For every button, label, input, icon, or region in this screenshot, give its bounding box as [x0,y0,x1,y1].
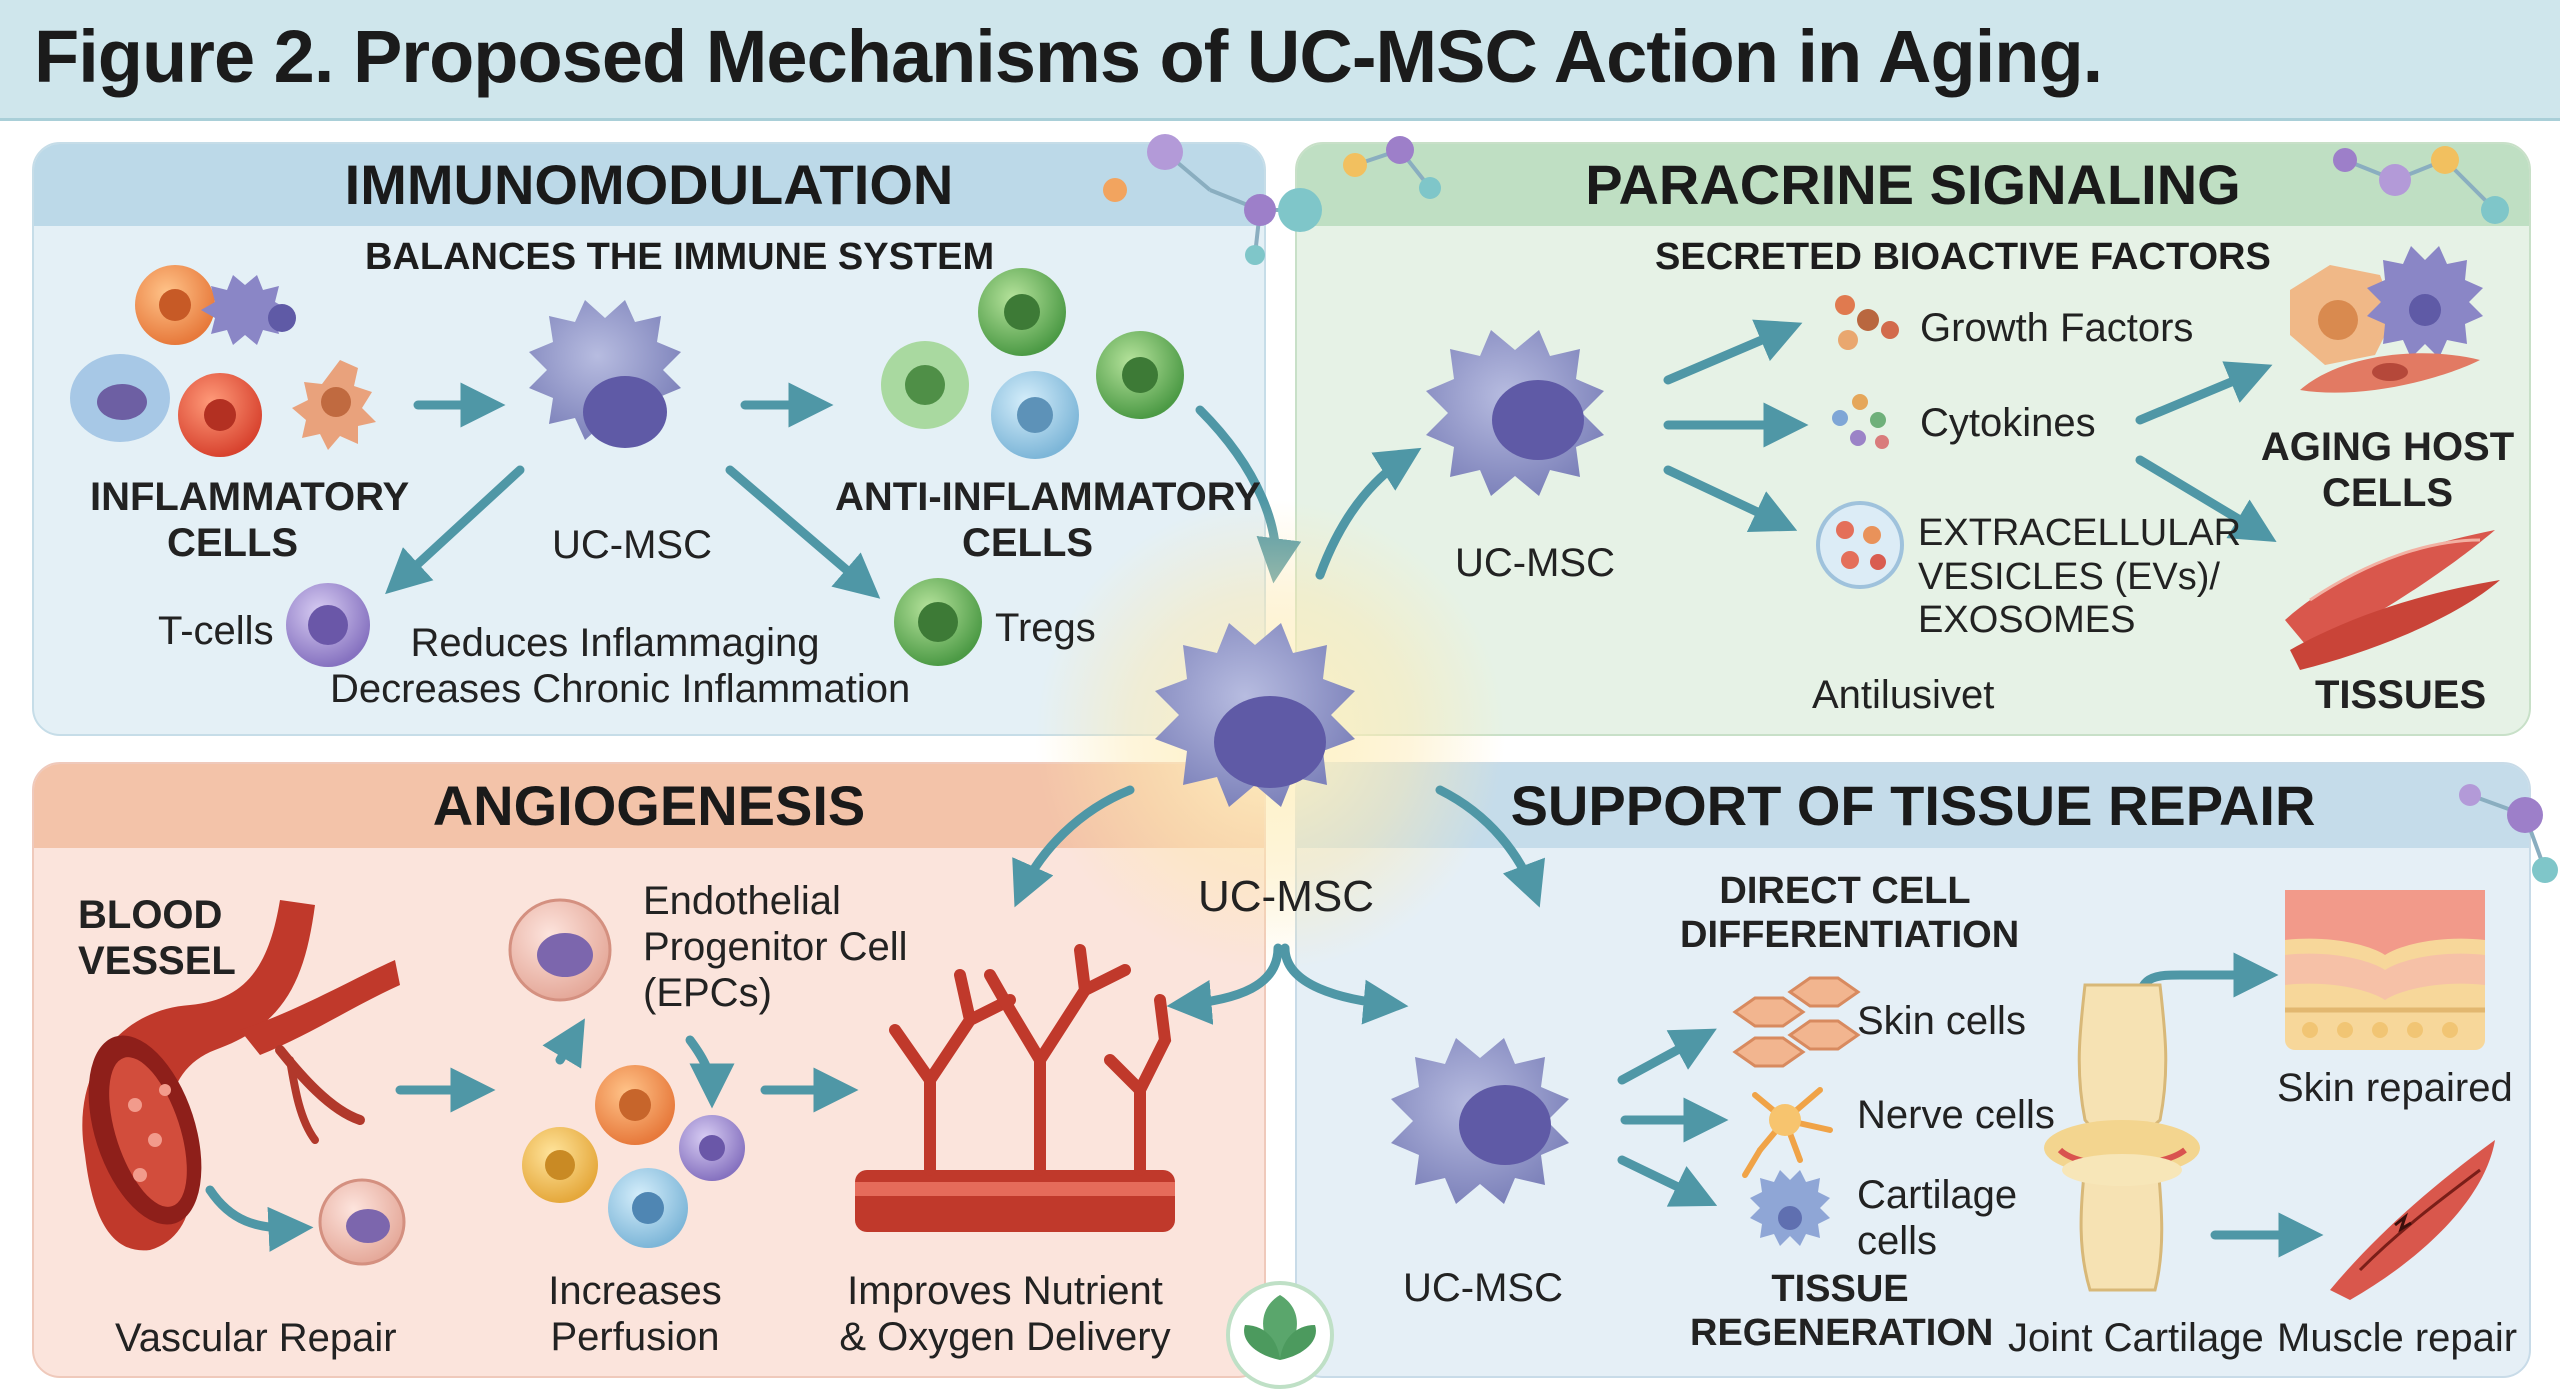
angiogenesis-arrows [205,1018,859,1252]
cytokine-icon [1832,394,1889,449]
tissues-icon [2285,530,2500,670]
tissue-repair-header: SUPPORT OF TISSUE REPAIR [1297,764,2529,848]
growth-factors-label: Growth Factors [1920,306,2194,350]
treg-icon [894,578,982,666]
aging-host-cells-icon [2290,246,2483,393]
tregs-label: Tregs [995,606,1096,650]
tissue-msc-label: UC-MSC [1403,1266,1563,1310]
tissue-msc-icon [1391,1038,1569,1204]
central-msc-label: UC-MSC [1198,872,1374,921]
blood-vessel-icon [82,900,400,1251]
nerve-cells-icon [1742,1087,1833,1178]
molecule-icon [2333,146,2509,224]
epc-icon [508,898,612,1002]
tcells-label: T-cells [158,609,274,653]
perfusion-cells-icon [522,1065,745,1248]
paracrine-header: PARACRINE SIGNALING [1297,144,2529,226]
muscle-repair-label: Muscle repair [2277,1316,2518,1360]
paracrine-arrows [1663,319,2277,542]
extracellular-vesicle-icon [1816,501,1904,589]
paracrine-footer: Antilusivet [1812,673,1995,717]
growth-factor-icon [1835,295,1899,350]
central-msc-icon [1155,623,1355,807]
muscle-repair-icon [2330,1140,2495,1300]
central-arrows [1012,447,1545,1025]
skin-cells-icon [1732,976,1861,1068]
vascular-repair-label: Vascular Repair [115,1316,397,1360]
cytokines-label: Cytokines [1920,401,2096,445]
immuno-msc-label: UC-MSC [552,523,712,567]
nutrient-delivery-label: Improves Nutrient& Oxygen Delivery [839,1269,1171,1359]
anti-inflammatory-cells-icon [881,268,1184,459]
molecule-icon [1343,136,1441,199]
joint-cartilage-label: Joint Cartilage [2008,1316,2264,1360]
molecule-icon [1103,134,1322,265]
immunomodulation-header: IMMUNOMODULATION [34,144,1264,226]
title-bar: Figure 2. Proposed Mechanisms of UC-MSC … [0,0,2560,121]
capillary-network-icon [855,944,1175,1232]
molecule-icon [2459,784,2558,883]
paracrine-msc-label: UC-MSC [1455,541,1615,585]
joint-cartilage-icon [2044,983,2200,1292]
vascular-repair-cell-icon [318,1178,406,1266]
paracrine-msc-icon [1426,330,1604,496]
skin-repaired-label: Skin repaired [2277,1066,2513,1110]
inflammatory-cells-icon [70,265,376,457]
tissues-label: TISSUES [2315,673,2487,717]
paracrine-subtitle: SECRETED BIOACTIVE FACTORS [1655,236,2271,278]
immuno-msc-icon [529,300,681,448]
skin-repaired-icon [2285,890,2485,1050]
figure-title: Figure 2. Proposed Mechanisms of UC-MSC … [34,15,2103,98]
tcell-icon [286,583,370,667]
cartilage-cells-icon [1750,1170,1830,1246]
leaf-emblem-icon [1226,1281,1334,1389]
immuno-subtitle: BALANCES THE IMMUNE SYSTEM [365,236,995,278]
skin-cells-label: Skin cells [1857,999,2026,1043]
nerve-cells-label: Nerve cells [1857,1093,2055,1137]
